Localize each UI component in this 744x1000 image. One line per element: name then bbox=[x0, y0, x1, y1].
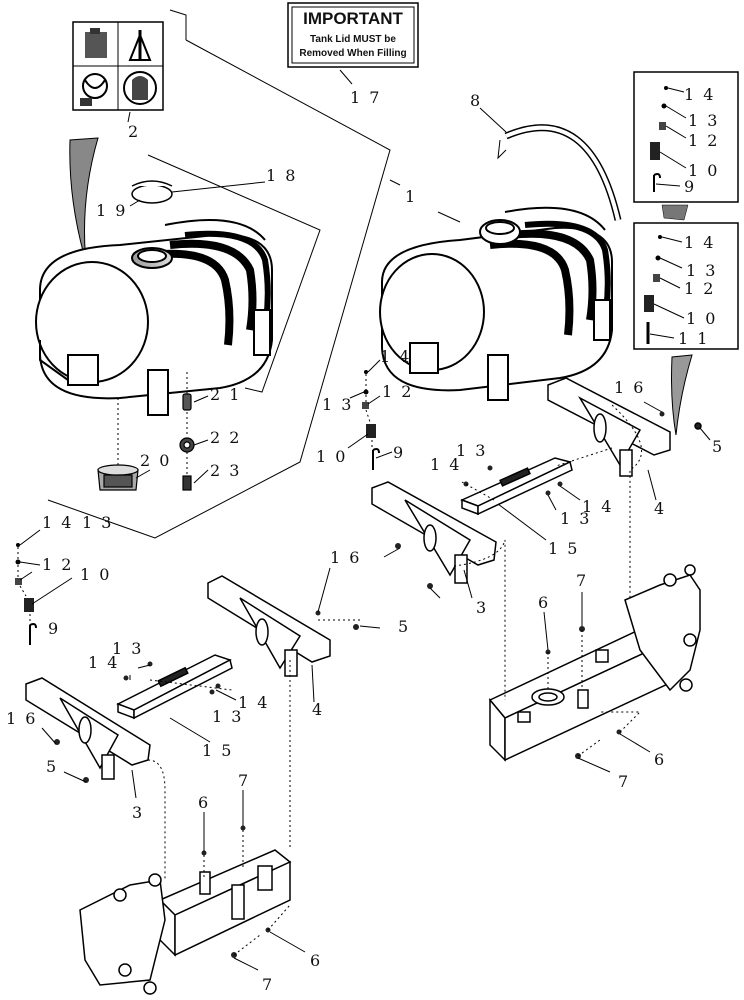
callout-3-left: 3 bbox=[132, 803, 144, 822]
callout-13-inset2: 1 3 bbox=[686, 261, 717, 280]
bolts bbox=[54, 411, 665, 783]
callout-2: 2 bbox=[128, 122, 140, 141]
callout-20: 2 0 bbox=[140, 451, 171, 470]
callout-4-right: 4 bbox=[654, 499, 666, 518]
callout-15-mid: 1 5 bbox=[548, 539, 579, 558]
callout-6-left-top: 6 bbox=[198, 793, 210, 812]
callout-6-left-bot: 6 bbox=[310, 951, 322, 970]
callout-14-strap-left-top: 1 4 bbox=[88, 653, 119, 672]
swoosh-arrow-left bbox=[69, 137, 99, 263]
callout-5-mid: 5 bbox=[398, 617, 410, 636]
callout-14-strap-mid-top: 1 4 bbox=[430, 455, 461, 474]
fitting-parts bbox=[97, 393, 195, 491]
callout-5-right: 5 bbox=[712, 437, 724, 456]
callout-3-mid: 3 bbox=[476, 598, 488, 617]
callout-14-inset2: 1 4 bbox=[684, 233, 715, 252]
callout-13-strap-left-bot: 1 3 bbox=[212, 707, 243, 726]
decal-line2: Removed When Filling bbox=[299, 48, 406, 59]
callout-11-inset2: 1 1 bbox=[678, 329, 709, 348]
callout-18: 1 8 bbox=[266, 166, 297, 185]
strap-15-left bbox=[116, 654, 233, 720]
callout-12-left: 1 2 bbox=[42, 555, 73, 574]
warning-label bbox=[72, 21, 164, 111]
hardware-stack-top bbox=[644, 86, 668, 344]
callout-7-left-bot: 7 bbox=[262, 975, 274, 994]
tank-left bbox=[35, 219, 273, 416]
callout-6-right-bot: 6 bbox=[654, 750, 666, 769]
bracket-4-right bbox=[547, 377, 702, 477]
callout-16-right: 1 6 bbox=[614, 378, 645, 397]
callout-14-strap-left-bot: 1 4 bbox=[238, 693, 269, 712]
callout-10-inset2: 1 0 bbox=[686, 309, 717, 328]
callout-17: 1 7 bbox=[350, 88, 381, 107]
bracket-4-left bbox=[207, 575, 331, 677]
callout-12-inset1: 1 2 bbox=[688, 131, 719, 150]
callout-10-inset1: 1 0 bbox=[688, 161, 719, 180]
callout-5-left: 5 bbox=[46, 757, 58, 776]
callout-10-left: 1 0 bbox=[80, 565, 111, 584]
bracket-3-left bbox=[25, 677, 151, 780]
callout-23: 2 3 bbox=[210, 461, 241, 480]
callout-21: 2 1 bbox=[210, 385, 241, 404]
callout-12-mid: 1 2 bbox=[382, 382, 413, 401]
callout-14-inset1: 1 4 bbox=[684, 85, 715, 104]
axle-frame-left bbox=[79, 849, 292, 995]
callout-22: 2 2 bbox=[210, 428, 241, 447]
callout-13-strap-mid-top: 1 3 bbox=[456, 441, 487, 460]
callout-15-left: 1 5 bbox=[202, 741, 233, 760]
callout-8: 8 bbox=[470, 91, 482, 110]
callout-12-inset2: 1 2 bbox=[684, 279, 715, 298]
callout-9-left: 9 bbox=[48, 619, 60, 638]
strap-15-mid bbox=[460, 457, 573, 516]
callout-14-strap-mid-bot: 1 4 bbox=[582, 497, 613, 516]
callout-14-mid: 1 4 bbox=[380, 347, 411, 366]
callout-6-right-top: 6 bbox=[538, 593, 550, 612]
callout-labels: 1 7 2 1 8 1 9 1 8 2 1 2 2 2 0 2 3 1 4 1 … bbox=[6, 85, 724, 994]
callout-16-left: 1 6 bbox=[6, 709, 37, 728]
tank-right bbox=[379, 206, 613, 401]
callout-16-mid: 1 6 bbox=[330, 548, 361, 567]
hardware-stack-left bbox=[15, 543, 37, 645]
important-decal: IMPORTANT Tank Lid MUST be Removed When … bbox=[287, 2, 419, 68]
callout-7-left-top: 7 bbox=[238, 771, 250, 790]
swoosh-arrow-right bbox=[671, 354, 693, 436]
bracket-3-mid bbox=[371, 481, 497, 584]
callout-13-inset1: 1 3 bbox=[688, 111, 719, 130]
callout-9-inset1: 9 bbox=[684, 177, 696, 196]
decal-line1: Tank Lid MUST be bbox=[310, 34, 396, 45]
callout-4-left: 4 bbox=[312, 700, 324, 719]
callout-13-mid: 1 3 bbox=[322, 395, 353, 414]
hardware-stack-mid bbox=[362, 370, 380, 470]
callout-9-mid: 9 bbox=[393, 443, 405, 462]
callout-10-mid: 1 0 bbox=[316, 447, 347, 466]
callout-1: 1 bbox=[405, 187, 417, 206]
callout-7-right-bot: 7 bbox=[618, 772, 630, 791]
callout-13-strap-mid-bot: 1 3 bbox=[560, 509, 591, 528]
tank-lid bbox=[131, 180, 173, 204]
callout-7-right-top: 7 bbox=[576, 571, 588, 590]
decal-title: IMPORTANT bbox=[303, 9, 403, 28]
callout-19: 1 9 bbox=[96, 201, 127, 220]
callout-13-strap-left-top: 1 3 bbox=[112, 639, 143, 658]
callout-14-left: 1 4 bbox=[42, 513, 73, 532]
axle-frame-right bbox=[488, 564, 701, 762]
callout-13-left: 1 3 bbox=[82, 513, 113, 532]
